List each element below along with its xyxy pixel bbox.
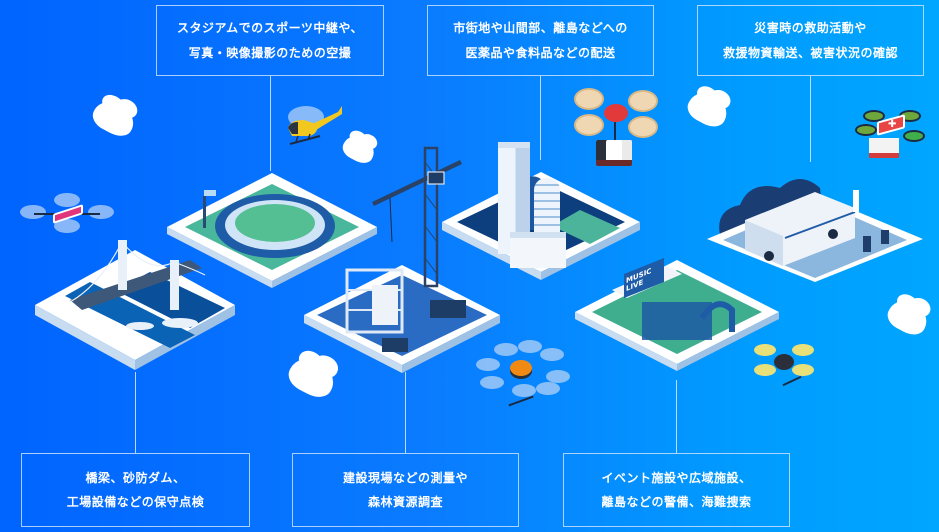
caption-line: 医薬品や食料品などの配送 (465, 45, 616, 60)
caption-inspection: 橋梁、砂防ダム、 工場設備などの保守点検 (21, 453, 250, 527)
round-tower-icon (534, 178, 560, 242)
connector-line (676, 380, 677, 453)
rescue-illustration (707, 179, 923, 282)
event-scene: MUSIC LIVE (572, 240, 782, 380)
low-building-icon (510, 232, 566, 268)
caption-line: 救援物資輸送、被害状況の確認 (722, 45, 898, 60)
caption-delivery: 市街地や山間部、離島などへの 医薬品や食料品などの配送 (427, 5, 654, 76)
connector-line (810, 76, 811, 162)
caption-line: 災害時の救助活動や (754, 21, 867, 36)
caption-line: 森林資源調査 (367, 495, 443, 509)
caption-aerial-filming: スタジアムでのスポーツ中継や、 写真・映像撮影のための空撮 (156, 5, 384, 76)
construction-scene (302, 230, 502, 380)
survey-drone-icon (470, 340, 570, 412)
event-illustration (575, 258, 779, 371)
caption-line: 離島などの警備、海難捜索 (601, 495, 752, 509)
cloud-icon (683, 86, 733, 132)
bridge-scene (30, 230, 240, 375)
construction-illustration (304, 265, 500, 373)
caption-line: 工場設備などの保守点検 (66, 495, 205, 509)
stadium-scene (165, 170, 380, 290)
medical-drone-icon: ✚ (855, 110, 927, 168)
rescue-scene (705, 160, 925, 300)
delivery-drone-icon (572, 88, 664, 184)
security-drone-icon (752, 342, 818, 388)
caption-line: 写真・映像撮影のための空撮 (188, 45, 352, 60)
helicopter-icon (280, 100, 348, 156)
connector-line (405, 372, 406, 453)
caption-surveying: 建設現場などの測量や 森林資源調査 (292, 453, 519, 527)
caption-line: 建設現場などの測量や (342, 470, 468, 485)
cloud-icon (88, 94, 140, 142)
bridge-illustration (35, 240, 235, 370)
cloud-icon (883, 294, 933, 340)
connector-line (540, 76, 541, 160)
connector-line (270, 76, 271, 171)
caption-line: スタジアムでのスポーツ中継や、 (176, 21, 364, 36)
caption-disaster: 災害時の救助活動や 救援物資輸送、被害状況の確認 (697, 5, 924, 76)
caption-security: イベント施設や広域施設、 離島などの警備、海難捜索 (563, 453, 790, 527)
inspection-drone-icon (20, 193, 115, 243)
caption-line: 橋梁、砂防ダム、 (85, 470, 186, 485)
crane-icon (370, 142, 470, 292)
connector-line (135, 372, 136, 453)
caption-line: イベント施設や広域施設、 (601, 470, 752, 485)
stadium-illustration (167, 173, 377, 288)
medical-cross-icon: ✚ (888, 119, 897, 130)
caption-line: 市街地や山間部、離島などへの (453, 21, 628, 36)
